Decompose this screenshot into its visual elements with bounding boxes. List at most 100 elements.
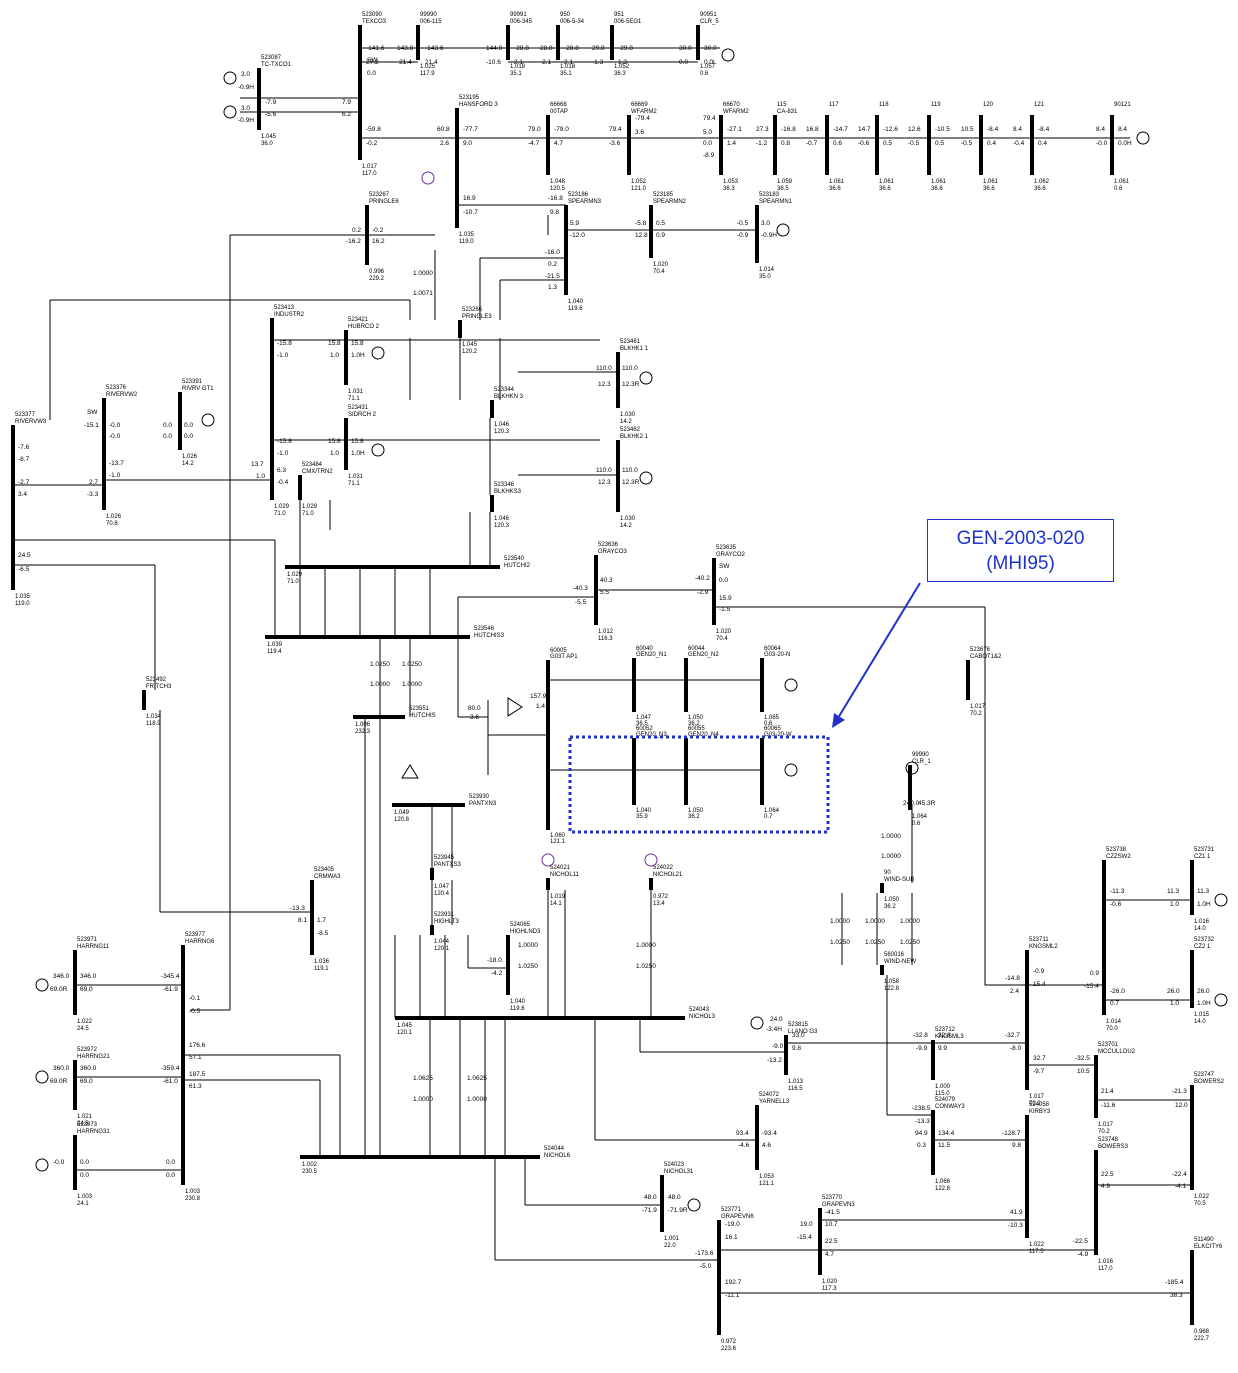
bus-number: 66668 [550,102,567,108]
flow-value: -29.8 [618,45,633,52]
flow-value: -59.8 [366,126,381,133]
bus-voltage-pu: 1.045 [397,1023,413,1029]
bus-voltage-pu: 1.015 [1194,1012,1210,1018]
bus-name: WFARM2 [723,109,749,115]
flow-value: -9.7 [1033,1068,1045,1075]
flow-value: 12.0 [1175,1102,1188,1109]
bus-number: 523546 [474,626,495,632]
bus-voltage-kv: 229.2 [369,276,385,282]
transformer-ratio-layer: 1.00001.00001.00001.02501.00001.02501.00… [370,270,920,1103]
bus-voltage-pu: 1.045 [261,134,277,140]
bus-number: 523973 [77,1122,98,1128]
callout-line-1: GEN-2003-020 [956,528,1085,549]
bus-voltage-pu: 1.020 [653,262,669,268]
bus-voltage-pu: 1.018 [560,64,576,70]
flow-value: -11.1 [725,1292,740,1299]
bus-voltage-pu: 1.014 [1106,1019,1122,1025]
flow-value: 45.3R [918,800,936,807]
bus-number: 523391 [182,379,203,385]
